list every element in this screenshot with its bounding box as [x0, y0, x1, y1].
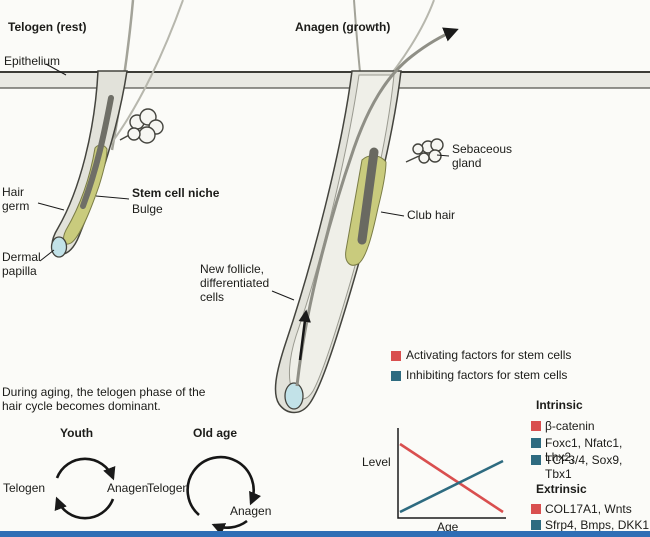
aging-caption: During aging, the telogen phase of the h… — [2, 385, 206, 414]
intrinsic-item-2: TCF3/4, Sox9, Tbx1 — [545, 453, 623, 482]
chart-activating-line — [399, 442, 504, 514]
hair-germ-label: Hair germ — [2, 185, 30, 214]
telogen-follicle — [50, 70, 128, 258]
telogen-sebaceous-gland-icon — [119, 108, 164, 144]
telogen-dermal-papilla — [50, 236, 68, 258]
intrinsic-swatch-1 — [531, 438, 541, 448]
anagen-club-hair — [357, 147, 379, 245]
intrinsic-swatch-2 — [531, 455, 541, 465]
club-hair-label: Club hair — [407, 208, 456, 222]
chart-inhibiting-line — [399, 459, 504, 514]
level-age-chart — [397, 428, 506, 519]
inhibiting-legend-label: Inhibiting factors for stem cells — [406, 368, 568, 382]
bottom-accent-bar — [0, 531, 650, 537]
chart-axes — [397, 428, 506, 519]
anagen-title: Anagen (growth) — [295, 20, 391, 34]
activating-legend-swatch — [391, 351, 401, 361]
bulge-label: Bulge — [132, 202, 163, 216]
old-anagen-label: Anagen — [230, 504, 272, 518]
epithelium-label: Epithelium — [4, 54, 61, 68]
extrinsic-swatch-1 — [531, 520, 541, 530]
youth-cycle-arrows-icon — [54, 457, 116, 520]
youth-title: Youth — [60, 426, 94, 440]
sebaceous-gland-label: Sebaceous gland — [452, 142, 513, 171]
anagen-follicle — [274, 70, 402, 414]
follicle-growth-direction-arrow-icon — [298, 309, 311, 361]
telogen-title: Telogen (rest) — [8, 20, 87, 34]
old-age-cycle-arrows-icon — [186, 455, 262, 536]
new-hair-growth-arrow-icon — [295, 27, 459, 387]
new-follicle-label: New follicle, differentiated cells — [200, 262, 270, 305]
chart-x-axis-label: Age — [437, 520, 459, 534]
inhibiting-legend-swatch — [391, 371, 401, 381]
extrinsic-item-0: COL17A1, Wnts — [545, 502, 632, 516]
youth-anagen-label: Anagen — [107, 481, 149, 495]
anagen-dermal-papilla — [284, 382, 304, 410]
chart-y-axis-label: Level — [362, 455, 391, 469]
leader-lines — [37, 63, 450, 301]
extrinsic-item-1: Sfrp4, Bmps, DKK1 — [545, 518, 650, 532]
intrinsic-item-1: Foxc1, Nfatc1, Lhx2, — [545, 436, 623, 465]
old-telogen-label: Telogen — [147, 481, 190, 495]
intrinsic-title: Intrinsic — [536, 398, 583, 412]
intrinsic-swatch-0 — [531, 421, 541, 431]
telogen-hair-strand2-icon — [109, 0, 184, 146]
activating-legend-label: Activating factors for stem cells — [406, 348, 572, 362]
youth-telogen-label: Telogen — [3, 481, 46, 495]
dermal-papilla-label: Dermal papilla — [2, 250, 41, 279]
old-age-title: Old age — [193, 426, 238, 440]
anagen-hair-strand-icon — [353, 0, 361, 73]
extrinsic-swatch-0 — [531, 504, 541, 514]
stem-cell-niche-label: Stem cell niche — [132, 186, 220, 200]
telogen-club-hair — [80, 95, 114, 209]
extrinsic-title: Extrinsic — [536, 482, 587, 496]
anagen-sebaceous-gland-icon — [405, 138, 444, 164]
intrinsic-item-0: β-catenin — [545, 419, 595, 433]
